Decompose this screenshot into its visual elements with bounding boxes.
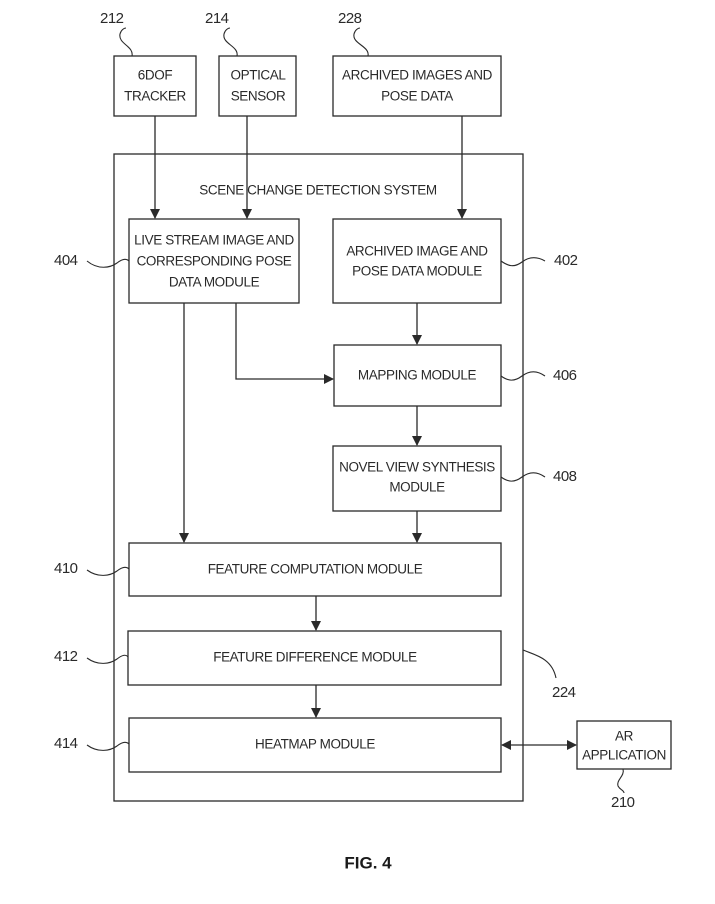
- novel-view-ref-leader: [500, 472, 546, 482]
- mapping-box: [333, 344, 502, 407]
- ar-application-box: [576, 720, 672, 770]
- archive-ref-label: 228: [338, 10, 362, 27]
- system-title: SCENE CHANGE DETECTION SYSTEM: [199, 183, 437, 198]
- feature-computation-ref-label: 410: [54, 560, 78, 577]
- mapping-ref-leader: [500, 371, 546, 381]
- novel-view-line1: NOVEL VIEW SYNTHESIS: [339, 460, 495, 475]
- live-stream-line3: DATA MODULE: [169, 275, 260, 290]
- novel-view-box: [332, 445, 502, 512]
- archive-label-line2: POSE DATA: [381, 89, 453, 104]
- heatmap-ref-leader: [86, 741, 130, 751]
- feature-computation-ref-leader: [86, 566, 130, 576]
- mapping-module: MAPPING MODULE 406: [333, 344, 577, 407]
- tracker-ref-label: 212: [100, 10, 124, 27]
- archive-ref-leader: [353, 27, 369, 57]
- heatmap-module: HEATMAP MODULE 414: [54, 717, 502, 773]
- archive-label-line1: ARCHIVED IMAGES AND: [342, 68, 493, 83]
- system-ref-label: 224: [552, 684, 576, 701]
- feature-difference-ref-leader: [86, 654, 129, 664]
- arrow-live-to-mapping: [235, 303, 334, 384]
- feature-difference-line1: FEATURE DIFFERENCE MODULE: [213, 650, 417, 665]
- feature-difference-box: [127, 630, 502, 686]
- mapping-line1: MAPPING MODULE: [358, 368, 477, 383]
- live-stream-line1: LIVE STREAM IMAGE AND: [134, 233, 294, 248]
- archived-ref-leader: [500, 257, 546, 267]
- archived-line2: POSE DATA MODULE: [352, 264, 482, 279]
- optical-label-line2: SENSOR: [231, 89, 286, 104]
- feature-difference-ref-label: 412: [54, 648, 78, 665]
- archive-box: [332, 55, 502, 117]
- optical-ref-label: 214: [205, 10, 229, 27]
- connectors: [150, 116, 577, 750]
- figure-caption: FIG. 4: [344, 853, 392, 872]
- archived-module: ARCHIVED IMAGE AND POSE DATA MODULE 402: [332, 218, 578, 304]
- tracker-label-line1: 6DOF: [138, 68, 173, 83]
- live-stream-module: LIVE STREAM IMAGE AND CORRESPONDING POSE…: [54, 218, 300, 304]
- heatmap-ref-label: 414: [54, 735, 78, 752]
- tracker-label-line2: TRACKER: [124, 89, 186, 104]
- tracker-box: [113, 55, 197, 117]
- live-stream-box: [128, 218, 300, 304]
- live-stream-ref-leader: [86, 258, 130, 268]
- live-stream-line2: CORRESPONDING POSE: [137, 254, 292, 269]
- ar-application-ref-label: 210: [611, 794, 635, 811]
- feature-computation-module: FEATURE COMPUTATION MODULE 410: [54, 542, 502, 597]
- optical-block: OPTICAL SENSOR 214: [205, 10, 297, 117]
- feature-computation-line1: FEATURE COMPUTATION MODULE: [208, 562, 423, 577]
- novel-view-ref-label: 408: [553, 468, 577, 485]
- live-stream-ref-label: 404: [54, 252, 78, 269]
- mapping-ref-label: 406: [553, 367, 577, 384]
- tracker-block: 6DOF TRACKER 212: [100, 10, 197, 117]
- optical-ref-leader: [223, 27, 238, 57]
- heatmap-line1: HEATMAP MODULE: [255, 737, 375, 752]
- archive-block: ARCHIVED IMAGES AND POSE DATA 228: [332, 10, 502, 117]
- tracker-ref-leader: [119, 27, 133, 57]
- feature-computation-box: [128, 542, 502, 597]
- novel-view-module: NOVEL VIEW SYNTHESIS MODULE 408: [332, 445, 577, 512]
- optical-box: [218, 55, 297, 117]
- ar-application-line2: APPLICATION: [582, 748, 666, 763]
- ar-application-ref-leader: [617, 768, 625, 794]
- archived-ref-label: 402: [554, 252, 578, 269]
- ar-application-line1: AR: [615, 729, 634, 744]
- archived-box: [332, 218, 502, 304]
- archived-line1: ARCHIVED IMAGE AND: [346, 244, 488, 259]
- optical-label-line1: OPTICAL: [231, 68, 287, 83]
- feature-difference-module: FEATURE DIFFERENCE MODULE 412: [54, 630, 502, 686]
- novel-view-line2: MODULE: [389, 480, 445, 495]
- system-ref-leader: [522, 649, 557, 679]
- heatmap-box: [128, 717, 502, 773]
- ar-application-block: AR APPLICATION 210: [576, 720, 672, 811]
